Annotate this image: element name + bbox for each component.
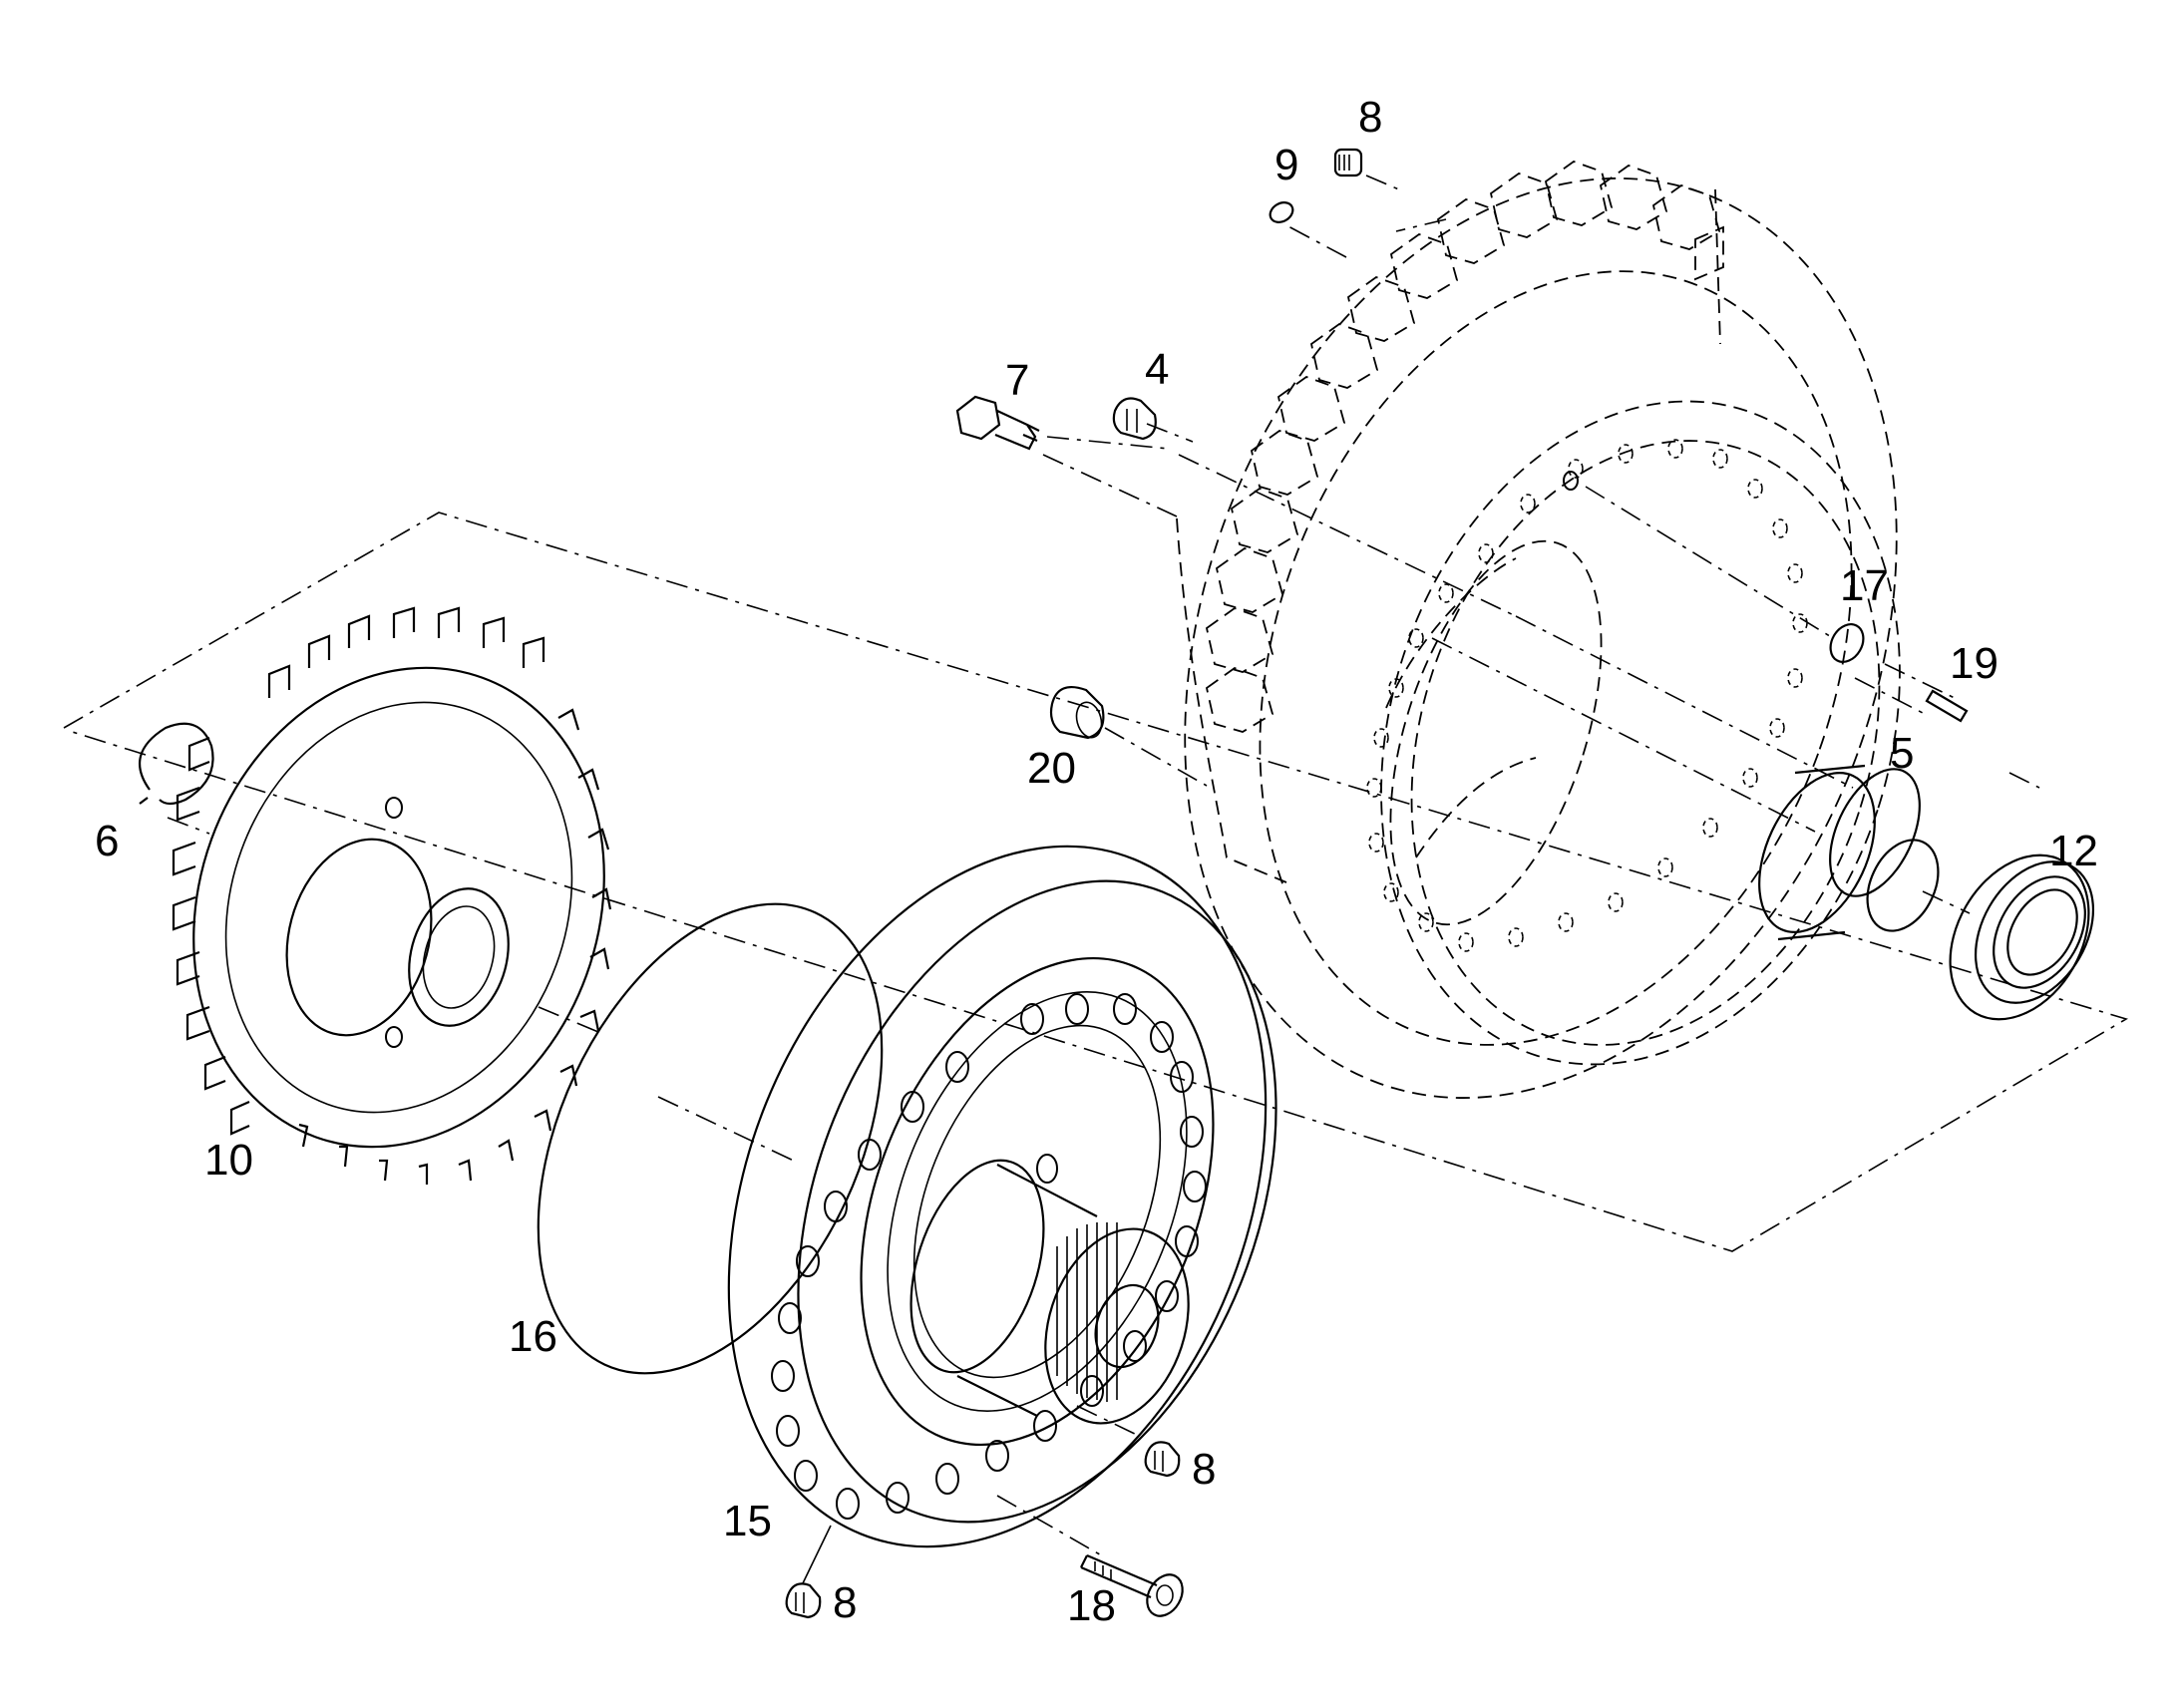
hub-spur-gear	[1044, 1222, 1190, 1425]
socket-screw-part-18	[1080, 1553, 1184, 1617]
callout-4: 4	[1145, 345, 1169, 394]
callout-5: 5	[1890, 729, 1914, 778]
assembly-boundary	[63, 512, 2128, 1252]
callout-12: 12	[2049, 827, 2098, 875]
callout-8-bottom: 8	[833, 1578, 857, 1627]
bolt-part-7	[955, 395, 1040, 451]
callout-8-top: 8	[1358, 93, 1382, 142]
callout-20: 20	[1027, 744, 1076, 793]
bearing-cone-part-5	[1758, 764, 1940, 941]
plug-part-8-bottom	[785, 1582, 822, 1619]
plug-part-8-top	[1333, 148, 1363, 177]
plug-part-8-right	[1144, 1441, 1181, 1478]
ring-part-17	[1829, 623, 1865, 663]
gear-part-10	[172, 606, 612, 1185]
plug-part-4	[1112, 397, 1157, 441]
housing-teeth	[1205, 160, 1724, 733]
leader-part-15	[802, 1525, 832, 1584]
callout-labels: 8 9 7 4 17 19 20 5 12 6 10 16 8 15 8 18	[95, 93, 2098, 1630]
callout-6: 6	[95, 817, 119, 865]
callout-7: 7	[1005, 356, 1029, 405]
callout-19: 19	[1950, 639, 1998, 688]
assembly-axes	[167, 174, 2040, 1558]
callout-10: 10	[204, 1136, 253, 1185]
plug-part-20	[1049, 686, 1105, 740]
carrier-part-15	[727, 845, 1277, 1548]
roller-bearing-part-12	[1949, 854, 2095, 1021]
callout-15: 15	[723, 1497, 772, 1545]
housing-bolt-holes	[1366, 439, 1808, 952]
housing-outline	[1176, 177, 1901, 1099]
callout-16: 16	[509, 1312, 557, 1361]
pin-part-19	[1925, 689, 1969, 723]
callout-18: 18	[1067, 1581, 1116, 1630]
callout-8-right: 8	[1192, 1445, 1216, 1494]
callout-9: 9	[1274, 141, 1298, 189]
callout-17: 17	[1840, 561, 1889, 610]
oring-part-9	[1269, 201, 1294, 223]
